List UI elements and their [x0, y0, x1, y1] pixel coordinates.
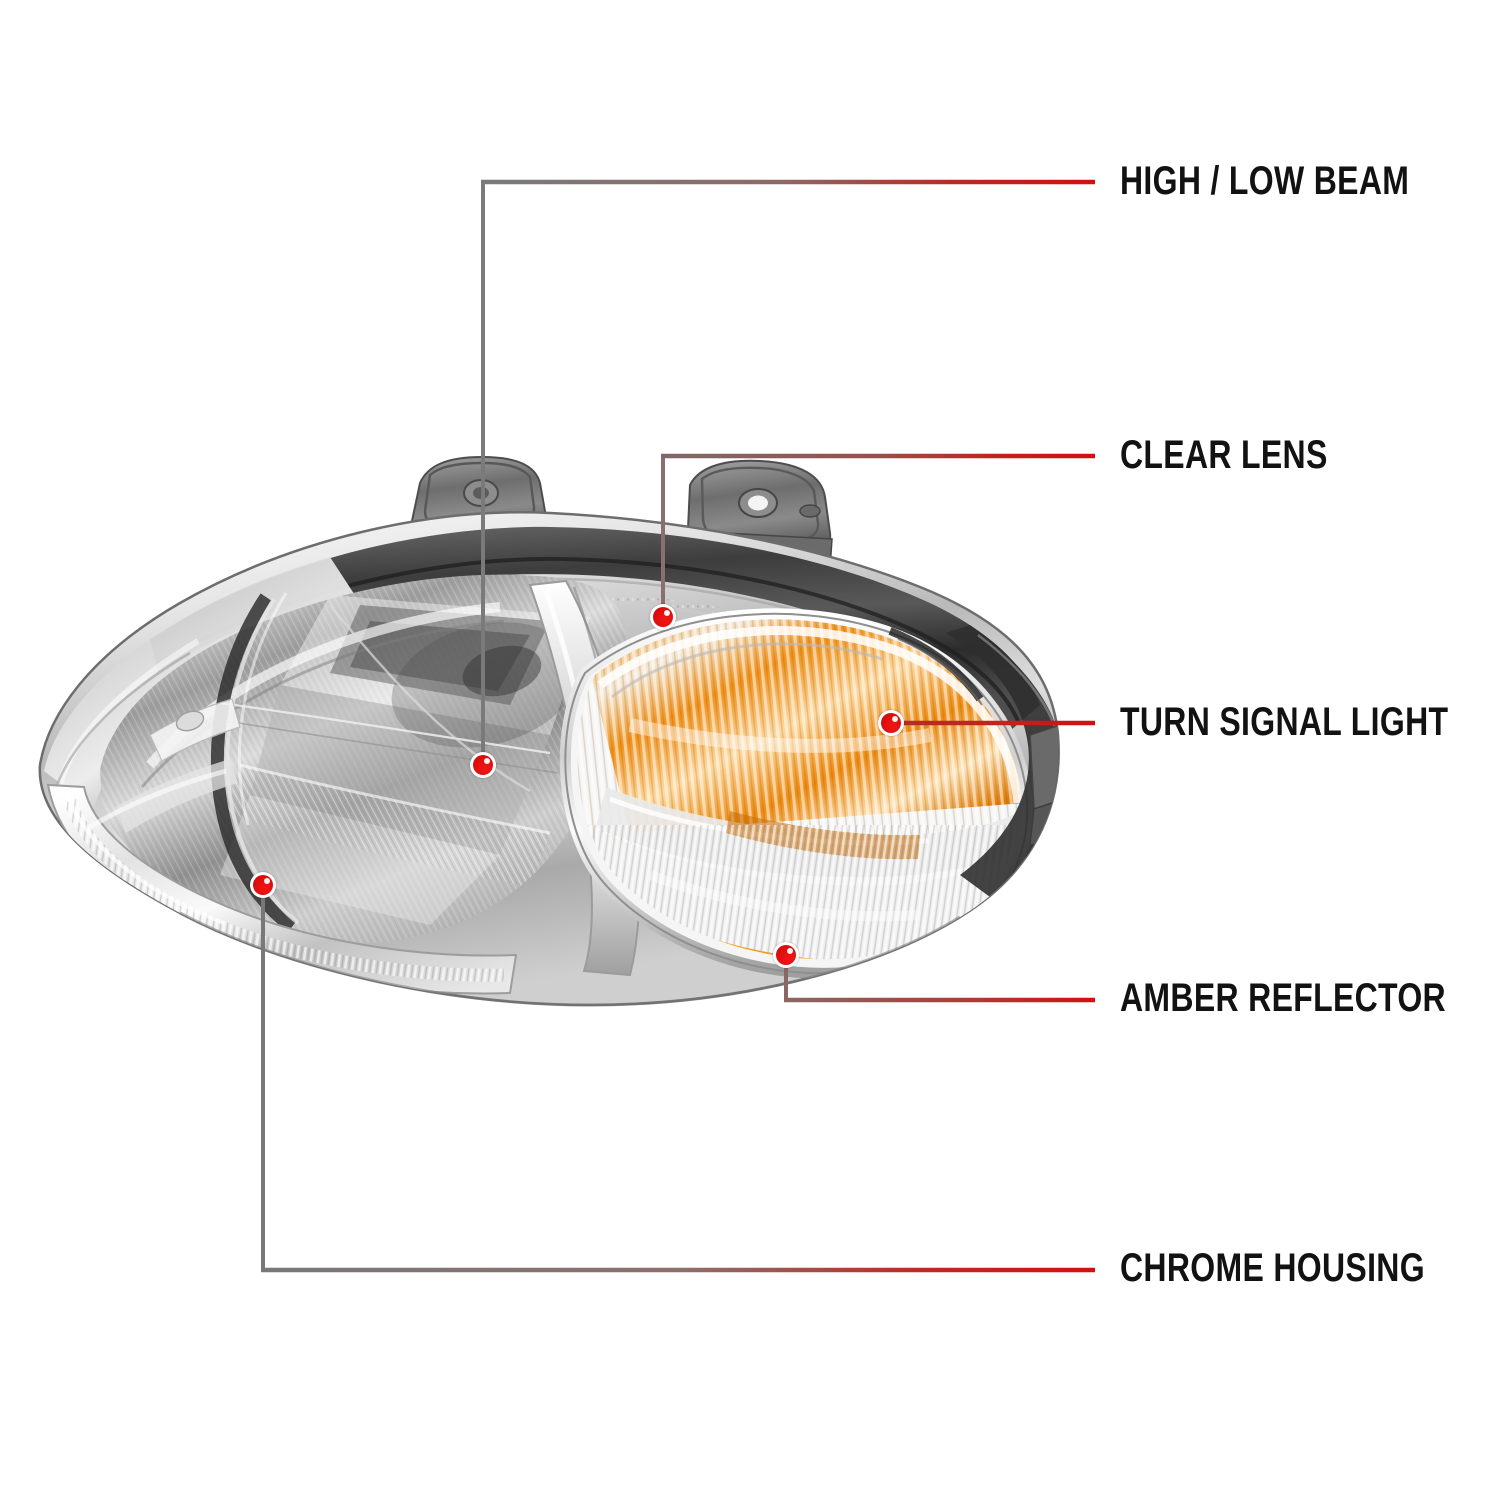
- callout-dot-turn-signal-light[interactable]: [878, 710, 904, 736]
- callout-dot-amber-reflector[interactable]: [773, 942, 799, 968]
- callout-label-clear-lens: CLEAR LENS: [1120, 433, 1328, 477]
- callout-dot-chrome-housing[interactable]: [250, 872, 276, 898]
- callout-dot-clear-lens[interactable]: [650, 604, 676, 630]
- headlight-assembly-image: [30, 435, 1070, 1035]
- callout-label-chrome-housing: CHROME HOUSING: [1120, 1246, 1425, 1290]
- callout-dot-high-low-beam[interactable]: [470, 752, 496, 778]
- callout-label-amber-reflector: AMBER REFLECTOR: [1120, 976, 1446, 1020]
- callout-label-turn-signal-light: TURN SIGNAL LIGHT: [1120, 700, 1449, 744]
- callout-label-high-low-beam: HIGH / LOW BEAM: [1120, 159, 1410, 203]
